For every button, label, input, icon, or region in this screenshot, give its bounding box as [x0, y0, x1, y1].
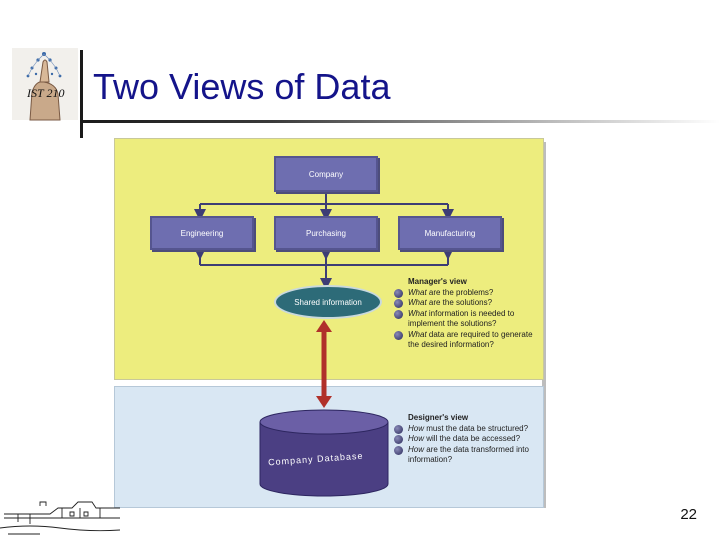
page-number: 22: [680, 506, 697, 523]
manufacturing-box: Manufacturing: [398, 216, 502, 250]
designer-view-item: How are the data transformed into inform…: [394, 445, 544, 466]
engineering-box: Engineering: [150, 216, 254, 250]
shared-information-ellipse: Shared information: [274, 285, 382, 319]
logo-text: IST 210: [27, 86, 65, 100]
designer-view-heading: Designer's view: [408, 413, 469, 422]
manager-view: Manager's view What are the problems? Wh…: [394, 277, 544, 351]
bullet-icon: [394, 445, 403, 455]
title-vertical-rule: [80, 50, 83, 138]
manager-view-item: What are the problems?: [394, 288, 544, 299]
title-horizontal-rule: [80, 120, 720, 123]
figure-shadow: [542, 142, 546, 508]
manager-view-item: What are the solutions?: [394, 298, 544, 309]
manager-view-item: What data are required to generate the d…: [394, 330, 544, 351]
two-views-figure: Company Engineering Purchasing Manufactu…: [114, 138, 546, 508]
designer-view-item: How must the data be structured?: [394, 424, 544, 435]
bullet-icon: [394, 424, 403, 434]
bullet-icon: [394, 435, 403, 444]
bullet-icon: [394, 299, 403, 308]
manager-view-item: What information is needed to implement …: [394, 309, 544, 330]
bullet-icon: [394, 288, 403, 298]
ist210-logo: [12, 48, 78, 121]
designer-view-item: How will the data be accessed?: [394, 434, 544, 445]
footer-sketch-illustration: [0, 501, 121, 535]
bullet-icon: [394, 309, 403, 319]
company-box: Company: [274, 156, 378, 192]
diagram-connectors: [194, 191, 454, 497]
manager-view-heading: Manager's view: [408, 277, 467, 286]
slide-title: Two Views of Data: [93, 66, 391, 107]
bullet-icon: [394, 330, 403, 340]
purchasing-box: Purchasing: [274, 216, 378, 250]
designer-view: Designer's view How must the data be str…: [394, 413, 544, 466]
